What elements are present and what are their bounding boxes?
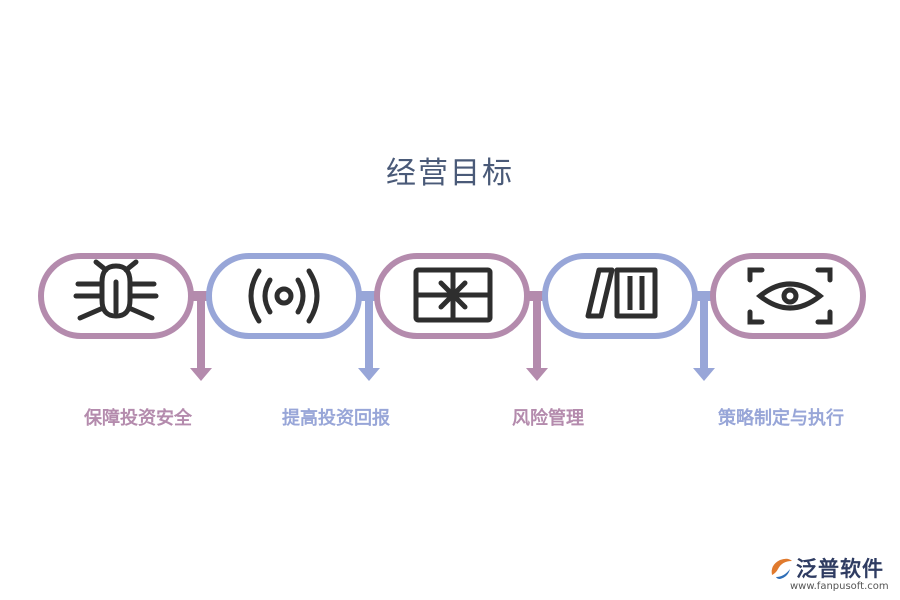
node-5 bbox=[710, 253, 866, 339]
label-strategy-execution: 策略制定与执行 bbox=[718, 408, 844, 429]
node-4 bbox=[542, 253, 698, 339]
brand-logo: 泛普软件 www.fanpusoft.com bbox=[768, 553, 896, 597]
logo-name: 泛普软件 bbox=[796, 557, 884, 581]
label-safeguard-investment: 保障投资安全 bbox=[84, 408, 192, 429]
diagram-title: 经营目标 bbox=[386, 156, 514, 191]
logo-url: www.fanpusoft.com bbox=[790, 581, 889, 592]
fanpu-logo-icon bbox=[771, 558, 792, 579]
radio-signal-icon bbox=[248, 268, 320, 324]
gift-box-icon bbox=[413, 267, 493, 323]
bug-icon bbox=[73, 259, 159, 321]
label-improve-return: 提高投资回报 bbox=[282, 408, 390, 429]
node-1 bbox=[38, 253, 194, 339]
eye-scan-icon bbox=[747, 267, 833, 325]
node-3 bbox=[374, 253, 530, 339]
server-bars-icon bbox=[585, 267, 658, 319]
label-risk-management: 风险管理 bbox=[512, 408, 584, 429]
node-2 bbox=[206, 253, 362, 339]
